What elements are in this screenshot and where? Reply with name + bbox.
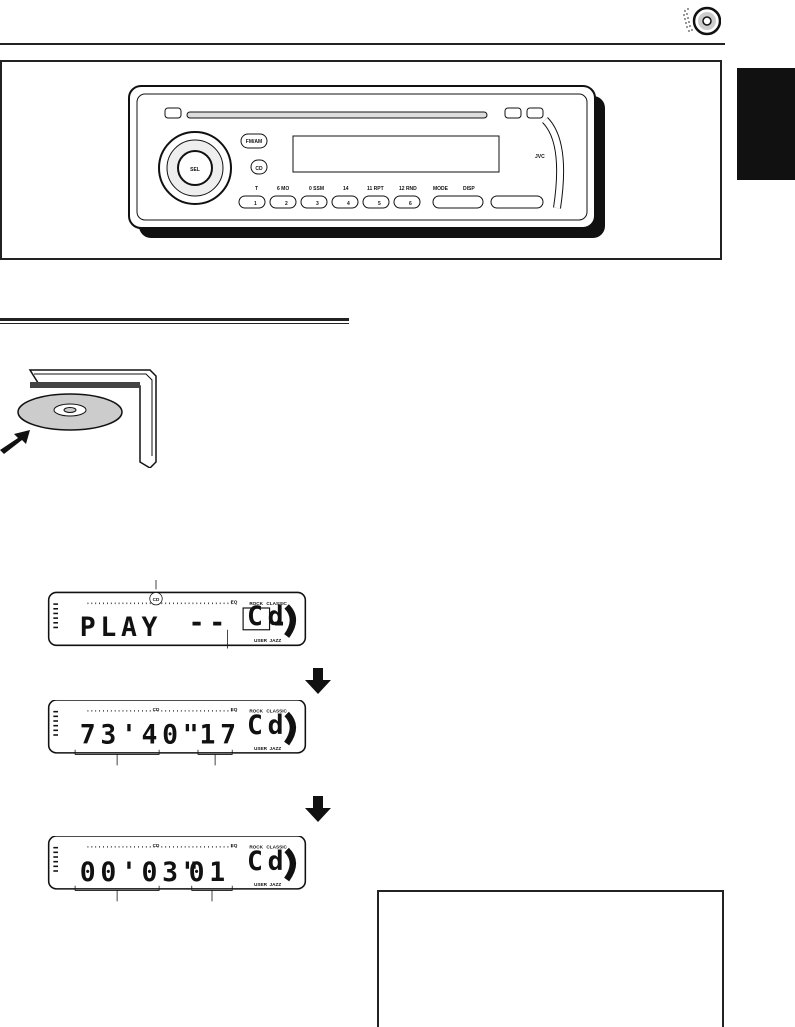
preset-button-4 <box>331 195 359 209</box>
eq-jazz: JAZZ <box>270 882 282 887</box>
cd-button-label: CD <box>255 166 263 172</box>
down-arrow-icon <box>305 668 331 694</box>
lcd-main-text: 00'03" <box>80 857 204 888</box>
preset-button-label: 6 <box>409 201 412 207</box>
eq-label: EQ <box>231 599 238 604</box>
lcd-main-text: PLAY <box>80 612 162 643</box>
lcd-display-play: CD PLAY -- -- Cd EQ ROCK CLASSIC USER JA… <box>47 580 307 649</box>
car-stereo-front-panel: SEL FM/AM CD JVC T 6 MO 0 SSM 14 11 RPT … <box>128 85 605 238</box>
cd-indicator: CD <box>153 843 160 848</box>
preset-button-3 <box>300 195 328 209</box>
eq-user: USER <box>254 882 268 887</box>
eq-jazz: JAZZ <box>270 638 282 643</box>
section-side-tab <box>737 68 795 180</box>
preset-button-label: 5 <box>378 201 381 207</box>
section-heading-rule <box>0 318 349 321</box>
lcd-source-text: Cd <box>247 601 288 632</box>
preset-button-5 <box>362 195 390 209</box>
func-label-2: 6 MO <box>277 186 289 192</box>
cd-disc-icon <box>683 6 721 36</box>
eq-rock: ROCK <box>249 844 263 849</box>
note-box <box>377 890 724 1027</box>
disc-insertion-illustration <box>0 369 157 468</box>
lcd-right-text: 01 <box>189 857 230 888</box>
eq-classic: CLASSIC <box>266 844 287 849</box>
eq-rock: ROCK <box>249 708 263 713</box>
preset-button-2 <box>269 195 297 209</box>
eq-label: EQ <box>231 707 238 712</box>
func-label-1: T <box>255 186 258 192</box>
front-panel-frame <box>0 60 722 260</box>
fm-am-label: FM/AM <box>246 139 262 145</box>
down-arrow-icon <box>305 796 331 822</box>
lcd-source-text: Cd <box>247 710 288 741</box>
eq-classic: CLASSIC <box>266 601 287 606</box>
preset-button-1 <box>238 195 266 209</box>
mode-label: MODE <box>433 186 449 192</box>
preset-button-label: 1 <box>254 201 257 207</box>
brand-logo: JVC <box>535 154 545 160</box>
eq-rock: ROCK <box>249 601 263 606</box>
lcd-display-total: CD 73'40" 17 Cd EQ ROCK CLASSIC USER JAZ… <box>47 700 307 766</box>
cd-indicator: CD <box>153 707 160 712</box>
eq-label: EQ <box>231 843 238 848</box>
preset-button-label: 3 <box>316 201 319 207</box>
func-label-5: 11 RPT <box>367 186 384 192</box>
preset-button-label: 4 <box>347 201 350 207</box>
func-label-3: 0 SSM <box>309 186 324 192</box>
eq-user: USER <box>254 638 268 643</box>
lcd-right-text: -- -- <box>189 607 292 638</box>
section-heading-rule-thin <box>0 323 349 324</box>
lcd-display-elapsed: CD 00'03" 01 Cd EQ ROCK CLASSIC USER JAZ… <box>47 836 307 902</box>
eq-classic: CLASSIC <box>266 708 287 713</box>
lcd-right-text: 17 <box>200 720 241 751</box>
sel-label: SEL <box>190 167 200 173</box>
lcd-source-text: Cd <box>247 846 288 877</box>
lcd-main-text: 73'40" <box>80 720 204 751</box>
preset-button-label: 2 <box>285 201 288 207</box>
preset-button-6 <box>393 195 421 209</box>
disp-label: DISP <box>463 186 475 192</box>
preset-button-row: 1 2 3 4 5 6 <box>238 195 421 209</box>
cd-indicator: CD <box>153 597 160 602</box>
eq-user: USER <box>254 746 268 751</box>
level-meter-left <box>53 603 58 629</box>
header-rule <box>0 43 725 45</box>
eq-jazz: JAZZ <box>270 746 282 751</box>
func-label-4: 14 <box>343 186 349 192</box>
func-label-6: 12 RND <box>399 186 417 192</box>
